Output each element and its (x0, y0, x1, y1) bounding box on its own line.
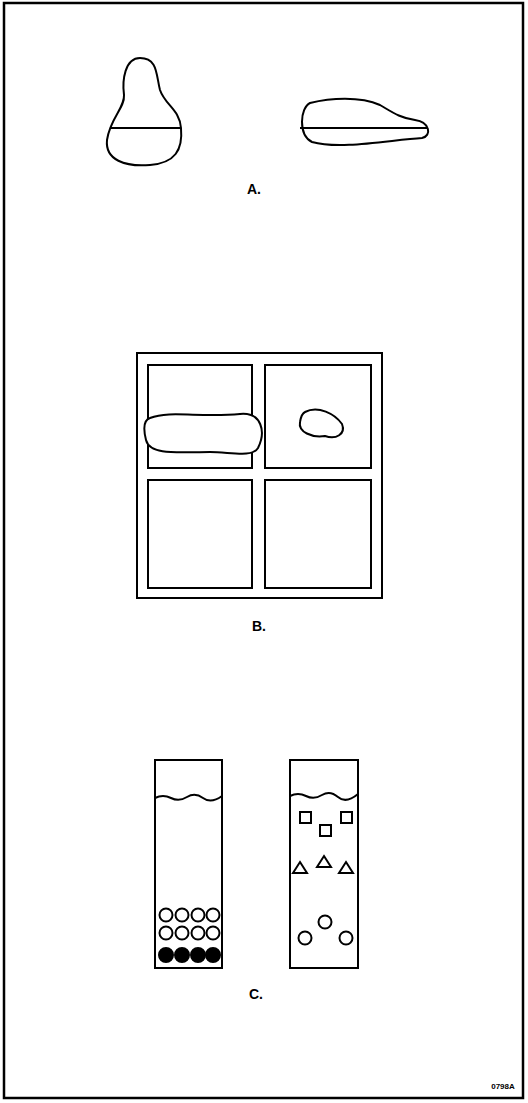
panel-label: B. (252, 619, 266, 633)
small-blob (300, 410, 343, 438)
liquid-surface (155, 795, 222, 801)
open-circles (160, 909, 220, 940)
tray-cell (265, 480, 371, 588)
panel-a-drawing (107, 58, 428, 165)
panel-label: C. (249, 987, 263, 1001)
circles (299, 916, 353, 945)
tray-outline (137, 353, 382, 598)
vertical-blob (107, 58, 181, 165)
container (290, 760, 358, 968)
panel-b-drawing (137, 353, 382, 598)
horizontal-blob (302, 99, 428, 145)
elongated-blob (144, 414, 261, 454)
figure-border (4, 3, 523, 1098)
liquid-surface (290, 793, 358, 800)
panel-label: A. (247, 182, 261, 196)
level-line (300, 127, 428, 129)
tray-cell (148, 480, 252, 588)
container (155, 760, 222, 968)
figure-code: 0798A (491, 1083, 515, 1091)
tray-cell (265, 365, 371, 468)
triangles (293, 856, 353, 873)
filled-circles (159, 948, 220, 962)
squares (300, 812, 352, 836)
panel-c-drawing (155, 760, 358, 968)
level-line (110, 127, 181, 129)
